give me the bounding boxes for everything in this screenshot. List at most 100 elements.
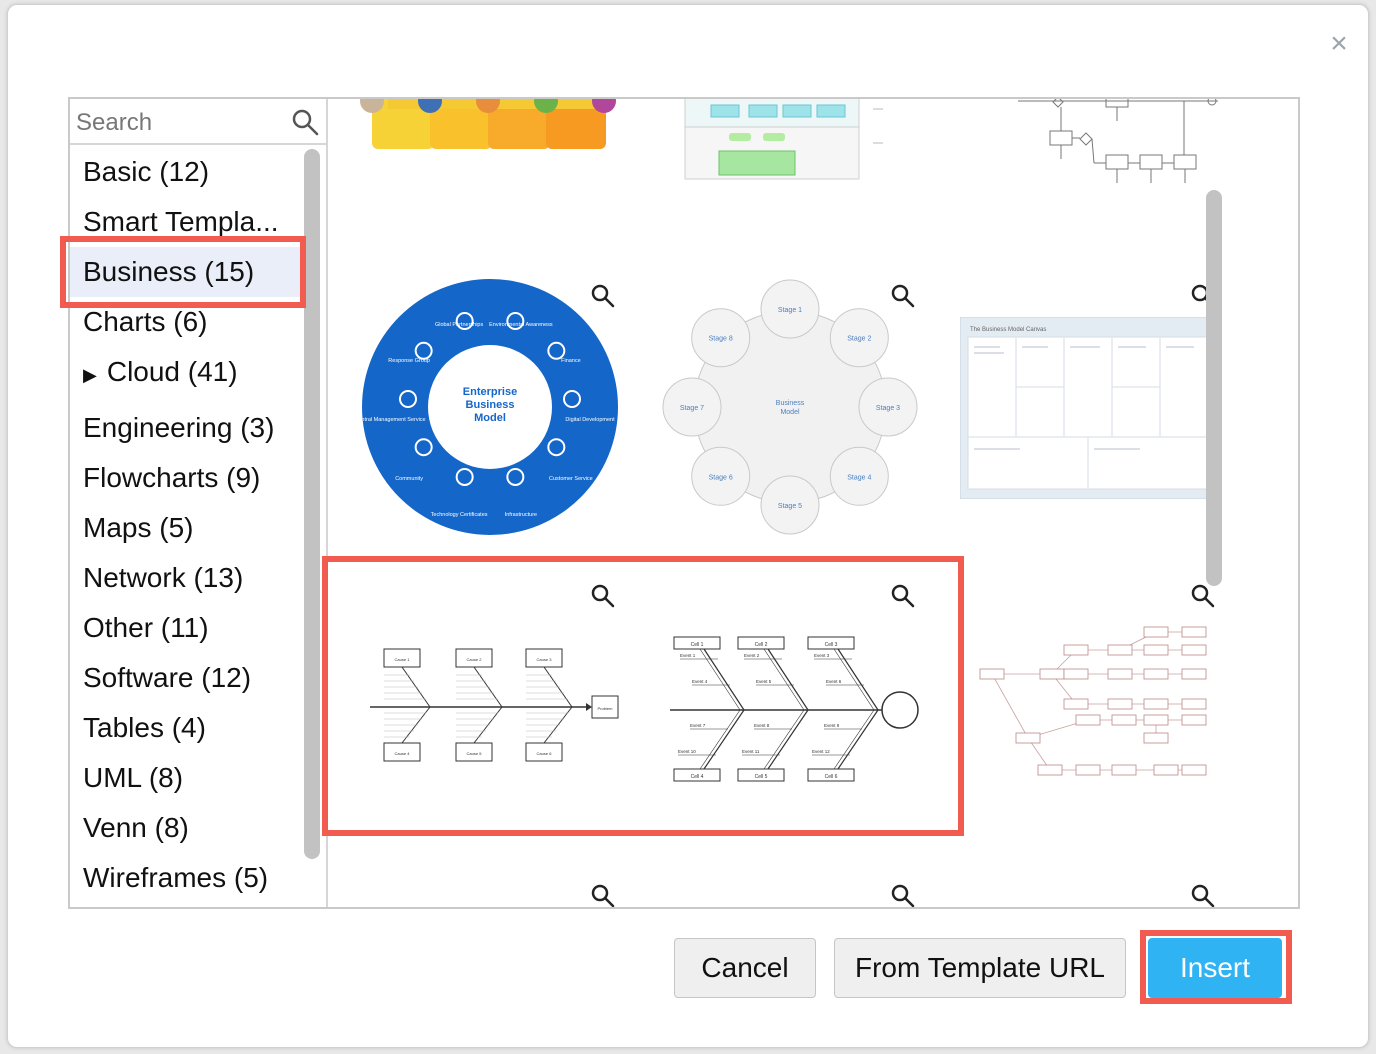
- category-item[interactable]: Flowcharts (9): [70, 453, 300, 503]
- template-thumbnail-network-graph[interactable]: [968, 619, 1220, 789]
- segment-icon: [455, 467, 474, 486]
- segment-icon: [547, 438, 566, 457]
- zoom-icon[interactable]: [1190, 883, 1216, 907]
- template-thumbnail-process-arrows[interactable]: [358, 99, 618, 159]
- category-label: Flowcharts (9): [83, 462, 261, 493]
- canvas-title: The Business Model Canvas: [970, 327, 1046, 333]
- category-item[interactable]: UML (8): [70, 753, 300, 803]
- category-item[interactable]: Venn (8): [70, 803, 300, 853]
- category-item[interactable]: Charts (6): [70, 297, 300, 347]
- category-item[interactable]: Software (12): [70, 653, 300, 703]
- wheel-segment-label: Community: [395, 476, 423, 482]
- zoom-icon[interactable]: [1190, 583, 1216, 609]
- from-template-url-button[interactable]: From Template URL: [834, 938, 1126, 998]
- search-bar: [70, 99, 326, 145]
- cell-label: Cell 3: [825, 642, 838, 648]
- event-label: Event 8: [754, 723, 770, 728]
- stage-center-label: Business: [776, 400, 805, 407]
- cause-label: Cause 1: [395, 657, 411, 662]
- graph-node: [1107, 644, 1133, 656]
- insert-button[interactable]: Insert: [1148, 938, 1282, 998]
- close-icon[interactable]: ×: [1330, 27, 1348, 60]
- graph-node: [1143, 732, 1169, 744]
- stage-node: [829, 446, 889, 506]
- category-label: Tables (4): [83, 712, 206, 743]
- cause-label: Cause 4: [395, 751, 411, 756]
- category-label: Charts (6): [83, 306, 208, 337]
- graph-node: [1075, 714, 1101, 726]
- zoom-icon[interactable]: [590, 583, 616, 609]
- segment-icon: [563, 390, 581, 408]
- sidebar-scrollbar[interactable]: [304, 149, 320, 859]
- cell-label: Cell 6: [825, 774, 838, 780]
- wheel-segment-label: Response Group: [388, 358, 430, 364]
- graph-node: [1063, 644, 1089, 656]
- category-label: Wireframes (5): [83, 862, 269, 893]
- stage-label: Stage 7: [680, 405, 704, 412]
- stage-label: Stage 2: [847, 336, 871, 343]
- zoom-icon[interactable]: [890, 583, 916, 609]
- event-label: Event 11: [742, 749, 760, 754]
- stage-label: Stage 6: [709, 474, 733, 481]
- search-icon[interactable]: [290, 107, 320, 137]
- segment-icon: [547, 341, 566, 360]
- zoom-icon[interactable]: [590, 283, 616, 309]
- event-label: Event 3: [814, 653, 830, 658]
- category-item[interactable]: Basic (12): [70, 147, 300, 197]
- wheel-segment-label: Customer Service: [549, 476, 593, 482]
- stage-node: [691, 446, 751, 506]
- event-label: Event 4: [692, 679, 708, 684]
- grid-scrollbar[interactable]: [1206, 190, 1222, 586]
- stage-label: Stage 5: [778, 503, 802, 510]
- graph-node: [1181, 644, 1207, 656]
- expand-arrow-icon[interactable]: ▶: [83, 365, 97, 385]
- event-label: Event 5: [756, 679, 772, 684]
- category-item[interactable]: Network (13): [70, 553, 300, 603]
- category-item[interactable]: ▶ Cloud (41): [70, 347, 300, 397]
- graph-node: [1143, 626, 1169, 638]
- category-item[interactable]: Smart Templa...: [70, 197, 300, 247]
- graph-node: [1015, 732, 1041, 744]
- zoom-icon[interactable]: [590, 883, 616, 907]
- template-thumbnail-business-model-canvas[interactable]: The Business Model Canvas: [960, 317, 1218, 499]
- category-item[interactable]: Other (11): [70, 603, 300, 653]
- cancel-button[interactable]: Cancel: [674, 938, 816, 998]
- graph-node: [1143, 714, 1169, 726]
- graph-node: [1107, 698, 1133, 710]
- search-input[interactable]: [76, 107, 286, 139]
- graph-node: [1063, 668, 1089, 680]
- zoom-icon[interactable]: [890, 883, 916, 907]
- graph-node: [1153, 764, 1179, 776]
- stage-label: Stage 1: [778, 307, 802, 314]
- template-thumbnail-bpmn[interactable]: [998, 99, 1228, 189]
- graph-node: [1181, 626, 1207, 638]
- category-item[interactable]: Tables (4): [70, 703, 300, 753]
- graph-node: [1181, 764, 1207, 776]
- category-label: Business (15): [83, 256, 255, 287]
- segment-icon: [506, 467, 525, 486]
- stage-node: [760, 475, 820, 535]
- stage-node: [662, 377, 722, 437]
- cell-label: Cell 1: [691, 642, 704, 648]
- template-thumbnail-swimlane[interactable]: [683, 99, 913, 183]
- category-item[interactable]: Maps (5): [70, 503, 300, 553]
- category-item[interactable]: Engineering (3): [70, 403, 300, 453]
- graph-node: [1063, 698, 1089, 710]
- stage-label: Stage 4: [847, 474, 871, 481]
- graph-node: [1111, 714, 1137, 726]
- category-label: Engineering (3): [83, 412, 275, 443]
- graph-node: [1039, 668, 1065, 680]
- category-item[interactable]: Wireframes (5): [70, 853, 300, 903]
- category-label: Cloud (41): [106, 356, 238, 387]
- category-sidebar: Basic (12)Smart Templa... Business (15) Ch…: [70, 99, 328, 907]
- stage-node: [760, 279, 820, 339]
- event-label: Event 7: [690, 723, 706, 728]
- graph-node: [1143, 698, 1169, 710]
- category-item[interactable]: Business (15): [70, 247, 300, 297]
- wheel-segment-label: Global Partnerships: [435, 322, 484, 328]
- zoom-icon[interactable]: [890, 283, 916, 309]
